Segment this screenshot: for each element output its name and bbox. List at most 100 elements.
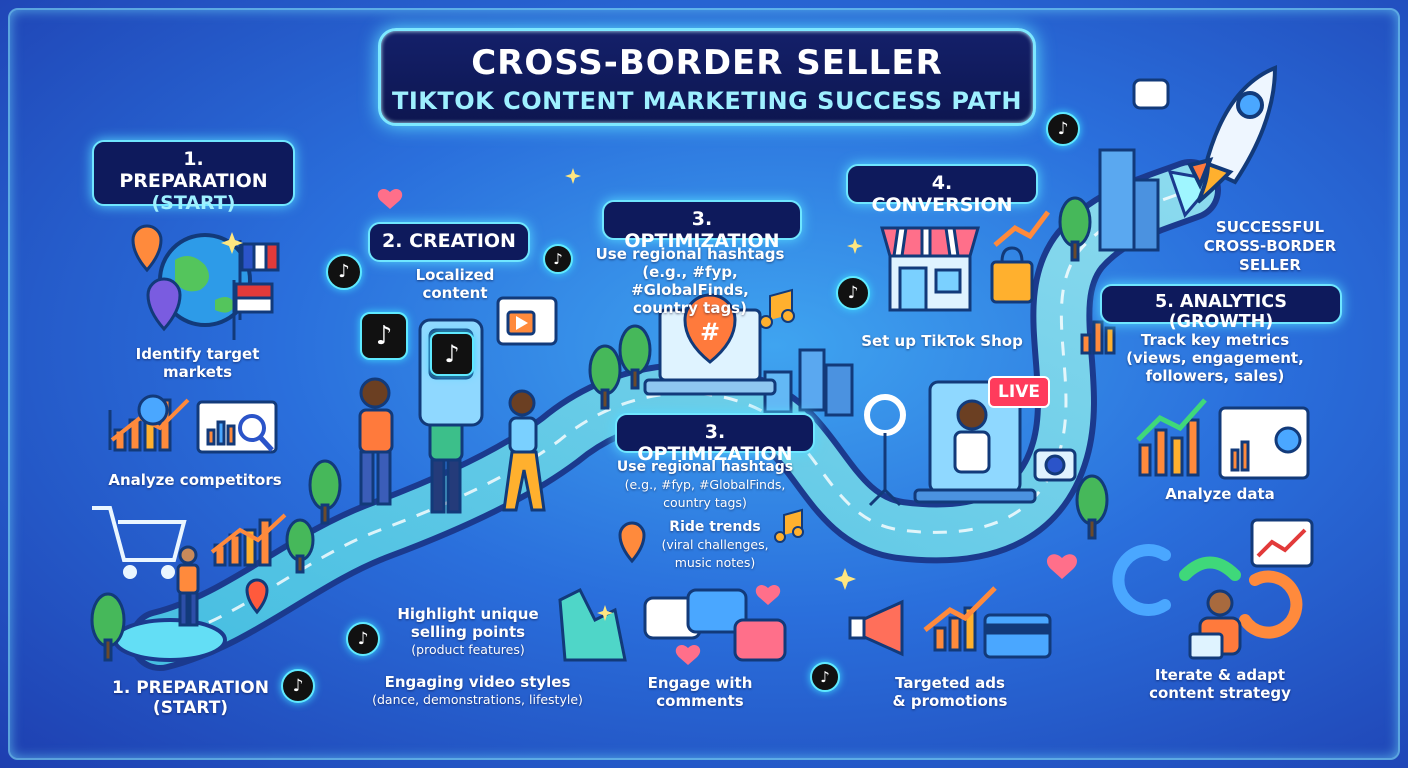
stage-preparation-top: 1. PREPARATION (START) [92,140,295,214]
label-line: SELLER [1239,256,1301,274]
label-line: followers, sales) [1145,367,1285,385]
trend-arrow-icon [993,210,1050,247]
label-line: Ride trends [669,519,761,535]
start-platform [113,618,227,662]
label-line: (product features) [411,642,525,657]
ride-trends-label: Ride trends (viral challenges, music not… [640,518,790,572]
label-line: Use regional hashtags [595,245,785,263]
stage-sublabel: (START) [152,698,229,718]
sparkle-icon [221,168,863,621]
person-icon [558,587,627,662]
stage-label: 1. PREPARATION [119,148,268,192]
label-line: & promotions [892,692,1008,710]
stage-preparation-bottom: 1. PREPARATION (START) [108,678,273,718]
title-banner: CROSS-BORDER SELLER TIKTOK CONTENT MARKE… [378,28,1036,126]
camera-icon [1033,448,1077,482]
tiktok-icon: ♪ [360,312,408,360]
rocket-icon [1187,65,1278,204]
tiktok-icon: ♪ [836,276,870,310]
label-line: country tags) [663,495,747,510]
music-note-icon [759,288,804,543]
engage-comments-label: Engage with comments [635,674,765,710]
label-line: Track key metrics [1140,331,1290,349]
tiktok-icon: ♪ [1046,112,1080,146]
stage-creation: 2. CREATION [368,222,530,262]
label-line: (dance, demonstrations, lifestyle) [372,692,583,707]
label-line: Identify target [135,345,260,363]
analyze-competitors-label: Analyze competitors [108,471,282,489]
label-line: Highlight unique [397,605,539,623]
label-line: (e.g., #fyp, #GlobalFinds, [624,477,786,492]
cycle-arrows-icon [1112,544,1303,639]
tiktok-icon: ♪ [346,622,380,656]
successful-seller-label: SUCCESSFUL CROSS-BORDER SELLER [1195,218,1345,275]
chart-icon [108,394,278,454]
chart-icon [1080,320,1314,568]
ring-light-icon [864,394,906,507]
chart-icon [210,513,287,567]
label-line: Localized [415,266,495,284]
regional-hashtags-mid-label: Use regional hashtags (e.g., #fyp, #Glob… [605,458,805,512]
identify-markets-label: Identify target markets [110,345,285,381]
label-line: content strategy [1149,684,1291,702]
targeted-ads-label: Targeted ads & promotions [870,674,1030,710]
label-line: country tags) [633,299,747,317]
page-subtitle: TIKTOK CONTENT MARKETING SUCCESS PATH [392,87,1022,115]
megaphone-icon [848,599,904,657]
hashtag-symbol: # [699,318,721,346]
chat-icon [643,78,1170,662]
stage-optimization-top: 3. OPTIMIZATION [602,200,802,252]
live-badge: LIVE [988,376,1050,408]
storefront-icon [880,226,980,312]
label-line: Engaging video styles [384,673,571,691]
laptop-icon [913,380,1037,504]
stage-conversion: 4. CONVERSION [846,164,1038,216]
tiktok-icon: ♪ [430,332,474,376]
label-line: (views, engagement, [1126,349,1304,367]
iterate-adapt-label: Iterate & adapt content strategy [1140,666,1300,702]
label-line: Engage with [647,674,753,692]
shopping-bag-icon [990,246,1034,304]
tiktok-icon: ♪ [281,669,315,703]
label-line: music notes) [674,555,756,570]
label-line: markets [163,363,232,381]
heart-icon [377,189,1078,665]
label-line: (e.g., #fyp, #GlobalFinds, [631,263,749,299]
highlight-usp-label: Highlight unique selling points (product… [383,605,553,659]
label-line: Use regional hashtags [616,459,794,475]
analyze-data-label: Analyze data [1165,485,1275,503]
tiktok-icon: ♪ [543,244,573,274]
flag-icon [232,240,280,340]
video-styles-label: Engaging video styles (dance, demonstrat… [345,673,610,709]
person-icon [1188,589,1242,660]
credit-card-icon [983,613,1052,659]
laptop-icon [643,293,777,396]
globe-icon [158,233,252,327]
tiktok-icon: ♪ [810,662,840,692]
label-line: selling points [410,623,526,641]
location-pin-icon [131,224,646,615]
label-line: CROSS-BORDER [1203,237,1337,255]
stage-analytics: 5. ANALYTICS (GROWTH) [1100,284,1342,332]
label-line: content [422,284,488,302]
localized-content-label: Localized content [385,266,525,302]
tree-icon [90,196,1109,662]
person-icon [176,545,200,627]
outer-frame [8,8,1400,760]
stage-sublabel: (START) [151,192,236,214]
label-line: Targeted ads [895,674,1005,692]
regional-hashtags-top-label: Use regional hashtags (e.g., #fyp, #Glob… [590,245,790,317]
page-title: CROSS-BORDER SELLER [471,43,943,83]
person-icon [358,377,546,514]
video-icon [496,296,558,346]
track-metrics-label: Track key metrics (views, engagement, fo… [1120,331,1310,385]
tiktok-shop-label: Set up TikTok Shop [861,332,1023,350]
stage-label: 1. PREPARATION [112,678,269,698]
label-line: (viral challenges, [661,537,769,552]
label-line: Iterate & adapt [1154,666,1286,684]
label-line: comments [656,692,744,710]
label-line: SUCCESSFUL [1215,218,1325,236]
shopping-cart-icon [92,506,187,579]
chart-icon [923,586,997,652]
stage-optimization-mid: 3. OPTIMIZATION [615,413,815,465]
